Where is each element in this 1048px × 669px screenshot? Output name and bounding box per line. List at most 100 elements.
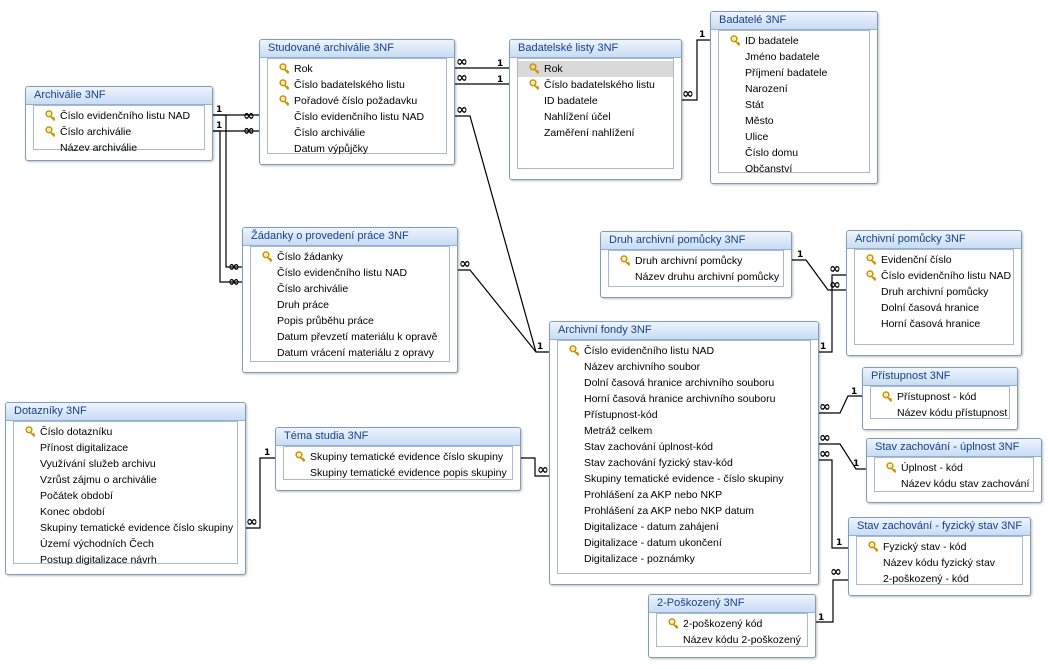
field-row[interactable]: Příjmení badatele [719,65,869,81]
field-row[interactable]: ID badatele [518,93,673,109]
field-row[interactable]: Metráž celkem [558,423,810,439]
field-row[interactable]: Název druhu archivní pomůcky [609,269,783,285]
table-title[interactable]: Badatelské listy 3NF [510,40,681,58]
table-title[interactable]: Archiválie 3NF [26,87,212,105]
field-row[interactable]: Jméno badatele [719,49,869,65]
field-row[interactable]: Přístupnost-kód [558,407,810,423]
table-title[interactable]: Archivní fondy 3NF [550,322,818,340]
field-row[interactable]: Horní časová hranice [855,316,1013,332]
field-row[interactable]: Druh archivní pomůcky [855,284,1013,300]
field-row[interactable]: Přístupnost - kód [871,389,1009,405]
field-row[interactable]: 2-poškozený kód [657,616,807,632]
field-list[interactable]: Skupiny tematické evidence číslo skupiny… [283,446,513,480]
table-title[interactable]: Téma studia 3NF [276,428,520,446]
field-row[interactable]: Číslo evidenčního listu NAD [34,108,204,124]
field-row[interactable]: Skupiny tematické evidence číslo skupiny [14,520,237,536]
field-row[interactable]: Prohlášení za AKP nebo NKP [558,487,810,503]
field-row[interactable]: Digitalizace - datum ukončení [558,535,810,551]
table-title[interactable]: Dotazníky 3NF [6,403,245,421]
field-row[interactable]: Číslo evidenčního listu NAD [251,265,449,281]
field-row[interactable]: Skupiny tematické evidence popis skupiny [284,465,512,481]
field-row[interactable]: Název kódu stav zachování [875,476,1033,492]
table-title[interactable]: 2-Poškozený 3NF [649,595,815,613]
field-row[interactable]: Evidenční číslo [855,252,1013,268]
field-row[interactable]: Přínost digitalizace [14,440,237,456]
table-title[interactable]: Studované archiválie 3NF [260,40,454,58]
field-row[interactable]: Rok [518,61,673,77]
field-row[interactable]: Zaměření nahlížení [518,125,673,141]
field-row[interactable]: Číslo evidenčního listu NAD [268,109,446,125]
field-row[interactable]: Postup digitalizace návrh [14,552,237,568]
field-row[interactable]: Název archivního soubor [558,359,810,375]
field-row[interactable]: Skupiny tematické evidence číslo skupiny [284,449,512,465]
table-zadanky[interactable]: Žádanky o provedení práce 3NF Číslo žádan… [242,227,458,373]
field-row[interactable]: Narození [719,81,869,97]
relationship-line[interactable] [519,457,549,477]
field-row[interactable]: Skupiny tematické evidence - číslo skupi… [558,471,810,487]
relationship-line[interactable] [680,39,710,101]
field-row[interactable]: Občanství [719,161,869,177]
field-row[interactable]: Číslo archiválie [268,125,446,141]
table-title[interactable]: Badatelé 3NF [711,12,877,30]
field-row[interactable]: Datum vrácení materiálu z opravy [251,345,449,361]
field-row[interactable]: Číslo žádanky [251,249,449,265]
relationship-line[interactable] [817,459,848,549]
field-row[interactable]: Rok [268,61,446,77]
relationship-line[interactable] [817,443,866,470]
table-title[interactable]: Stav zachování - fyzický stav 3NF [849,518,1030,536]
field-row[interactable]: Město [719,113,869,129]
field-row[interactable]: Pořadové číslo požadavku [268,93,446,109]
field-row[interactable]: Vzrůst zájmu o archiválie [14,472,237,488]
field-row[interactable]: Dolní časová hranice archivního souboru [558,375,810,391]
field-row[interactable]: Fyzický stav - kód [857,539,1022,555]
field-row[interactable]: Název kódu přístupnost [871,405,1009,421]
field-row[interactable]: 2-poškozený - kód [857,571,1022,587]
relationship-line[interactable] [817,274,846,353]
field-row[interactable]: Název archiválie [34,140,204,156]
field-row[interactable]: Úplnost - kód [875,460,1033,476]
field-row[interactable]: Počátek období [14,488,237,504]
field-row[interactable]: Popis průběhu práce [251,313,449,329]
field-row[interactable]: Číslo evidenčního listu NAD [558,343,810,359]
field-row[interactable]: Datum výpůjčky [268,141,446,157]
field-row[interactable]: Území východních Čech [14,536,237,552]
table-title[interactable]: Druh archivní pomůcky 3NF [601,232,791,250]
field-row[interactable]: Dolní časová hranice [855,300,1013,316]
field-row[interactable]: Digitalizace - poznámky [558,551,810,567]
field-row[interactable]: Stát [719,97,869,113]
field-row[interactable]: Číslo badatelského listu [268,77,446,93]
table-title[interactable]: Stav zachování - úplnost 3NF [867,439,1041,457]
field-row[interactable]: Číslo domu [719,145,869,161]
field-row[interactable]: Prohlášení za AKP nebo NKP datum [558,503,810,519]
table-title[interactable]: Archivní pomůcky 3NF [847,231,1021,249]
field-row[interactable]: Stav zachování úplnost-kód [558,439,810,455]
field-row[interactable]: Nahlížení účel [518,109,673,125]
relationship-line[interactable] [211,130,242,283]
relationship-line[interactable] [814,579,848,623]
field-row[interactable]: Druh práce [251,297,449,313]
table-title[interactable]: Žádanky o provedení práce 3NF [243,228,457,246]
field-row[interactable]: Datum převzetí materiálu k opravě [251,329,449,345]
